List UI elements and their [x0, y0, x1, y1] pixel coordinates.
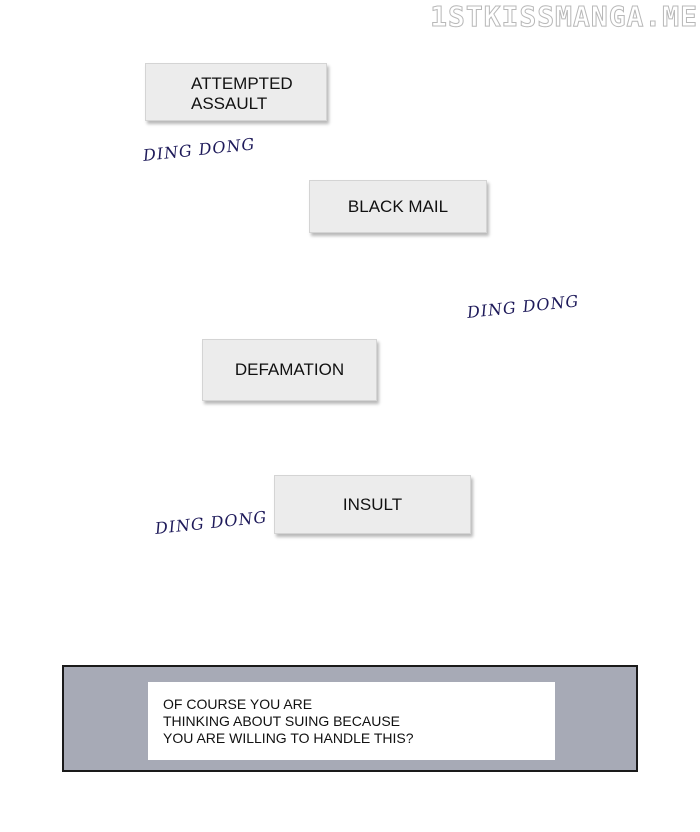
label-box-defamation: DEFAMATION	[202, 339, 377, 401]
sfx-ding-dong: DING DONG	[154, 507, 269, 538]
label-text-line: ATTEMPTED	[191, 74, 293, 93]
label-box-black-mail: BLACK MAIL	[309, 180, 487, 233]
label-text: INSULT	[342, 495, 403, 514]
label-text: BLACK MAIL	[347, 196, 449, 216]
caption-line: OF COURSE YOU ARE	[163, 696, 313, 712]
label-text-line: ASSAULT	[191, 94, 268, 113]
caption-line: THINKING ABOUT SUING BECAUSE	[163, 713, 401, 729]
sfx-ding-dong: DING DONG	[142, 134, 257, 165]
label-box-attempted-assault: ATTEMPTED ASSAULT	[145, 63, 327, 121]
label-text: DEFAMATION	[234, 360, 345, 379]
site-watermark: 1STKISSMANGA.ME	[430, 0, 698, 34]
sfx-ding-dong: DING DONG	[466, 291, 581, 322]
caption-box: OF COURSE YOU ARE THINKING ABOUT SUING B…	[148, 682, 555, 760]
caption-line: YOU ARE WILLING TO HANDLE THIS?	[163, 730, 414, 746]
label-box-insult: INSULT	[274, 475, 471, 534]
